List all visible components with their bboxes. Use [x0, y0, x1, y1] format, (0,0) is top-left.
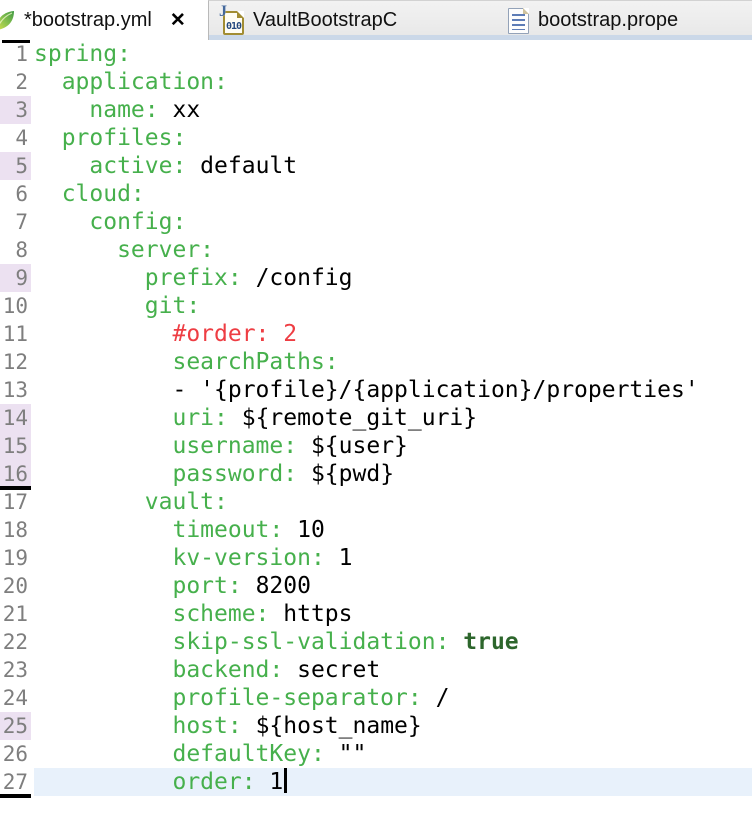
code-line[interactable]: server:	[34, 237, 215, 263]
editor-tab-bar: *bootstrap.yml ✕ J 010 VaultBootstrapC b…	[0, 0, 752, 40]
line-number: 23	[2, 658, 28, 682]
code-line[interactable]: git:	[34, 293, 201, 319]
code-line[interactable]: searchPaths:	[34, 349, 339, 375]
line-number: 20	[2, 574, 28, 598]
code-line[interactable]: timeout: 10	[34, 517, 325, 543]
line-number: 25	[0, 712, 31, 740]
java-class-file-icon: J 010	[219, 3, 244, 35]
tab-label: bootstrap.prope	[538, 9, 679, 31]
yaml-leaf-icon	[0, 7, 17, 33]
code-line[interactable]: backend: secret	[34, 657, 381, 683]
line-number: 3	[0, 96, 31, 124]
code-line[interactable]: profiles:	[34, 125, 187, 151]
line-number: 17	[2, 490, 28, 514]
line-number: 7	[15, 210, 28, 234]
code-line[interactable]: config:	[34, 209, 187, 235]
line-number: 18	[2, 518, 28, 542]
tab-label: *bootstrap.yml	[24, 8, 152, 31]
line-number: 16	[0, 460, 31, 490]
code-line[interactable]: username: ${user}	[34, 433, 408, 459]
code-line[interactable]: active: default	[34, 153, 298, 179]
tab-bootstrap-yml[interactable]: *bootstrap.yml ✕	[0, 0, 208, 40]
code-line[interactable]: vault:	[34, 489, 228, 515]
code-line[interactable]: spring:	[34, 41, 131, 67]
close-icon[interactable]: ✕	[169, 9, 186, 31]
tab-label: VaultBootstrapC	[253, 9, 398, 31]
code-line[interactable]: name: xx	[34, 97, 201, 123]
line-number: 19	[2, 546, 28, 570]
code-line[interactable]: host: ${host_name}	[34, 713, 422, 739]
line-number: 13	[2, 378, 28, 402]
code-line[interactable]: application:	[34, 69, 228, 95]
code-line[interactable]: prefix: /config	[34, 265, 353, 291]
line-number: 10	[2, 294, 28, 318]
line-number: 9	[0, 264, 31, 292]
line-number: 4	[15, 126, 28, 150]
line-number: 6	[15, 182, 28, 206]
text-cursor	[284, 768, 288, 793]
line-number: 1	[0, 40, 31, 68]
line-number: 24	[2, 686, 28, 710]
code-line[interactable]: cloud:	[34, 181, 145, 207]
code-line[interactable]: order: 1	[34, 768, 752, 796]
code-line[interactable]: #order: 2	[34, 321, 298, 347]
line-number: 8	[15, 238, 28, 262]
line-number: 22	[2, 630, 28, 654]
code-line[interactable]: - '{profile}/{application}/properties'	[34, 377, 699, 403]
tab-bootstrap-properties[interactable]: bootstrap.prope	[490, 0, 752, 40]
code-line[interactable]: scheme: https	[34, 601, 353, 627]
line-number: 27	[0, 768, 31, 798]
code-line[interactable]: password: ${pwd}	[34, 461, 395, 487]
binary-label: 010	[225, 20, 242, 32]
properties-file-icon	[508, 7, 529, 34]
line-number: 12	[2, 350, 28, 374]
line-number: 11	[2, 322, 28, 346]
line-number: 15	[0, 432, 31, 460]
code-line[interactable]: skip-ssl-validation: true	[34, 629, 519, 655]
code-line[interactable]: port: 8200	[34, 573, 311, 599]
line-number: 21	[2, 602, 28, 626]
line-number: 14	[0, 404, 31, 432]
java-decorator: J	[219, 2, 227, 20]
line-number: 5	[0, 152, 31, 180]
code-line[interactable]: uri: ${remote_git_uri}	[34, 405, 478, 431]
code-line[interactable]: profile-separator: /	[34, 685, 450, 711]
code-line[interactable]: defaultKey: ""	[34, 741, 367, 767]
line-number: 2	[15, 70, 28, 94]
line-number: 26	[2, 742, 28, 766]
code-area[interactable]: spring: application: name: xx profiles: …	[31, 40, 752, 828]
tab-vaultbootstrapc[interactable]: J 010 VaultBootstrapC	[208, 0, 490, 40]
code-line[interactable]: kv-version: 1	[34, 545, 353, 571]
